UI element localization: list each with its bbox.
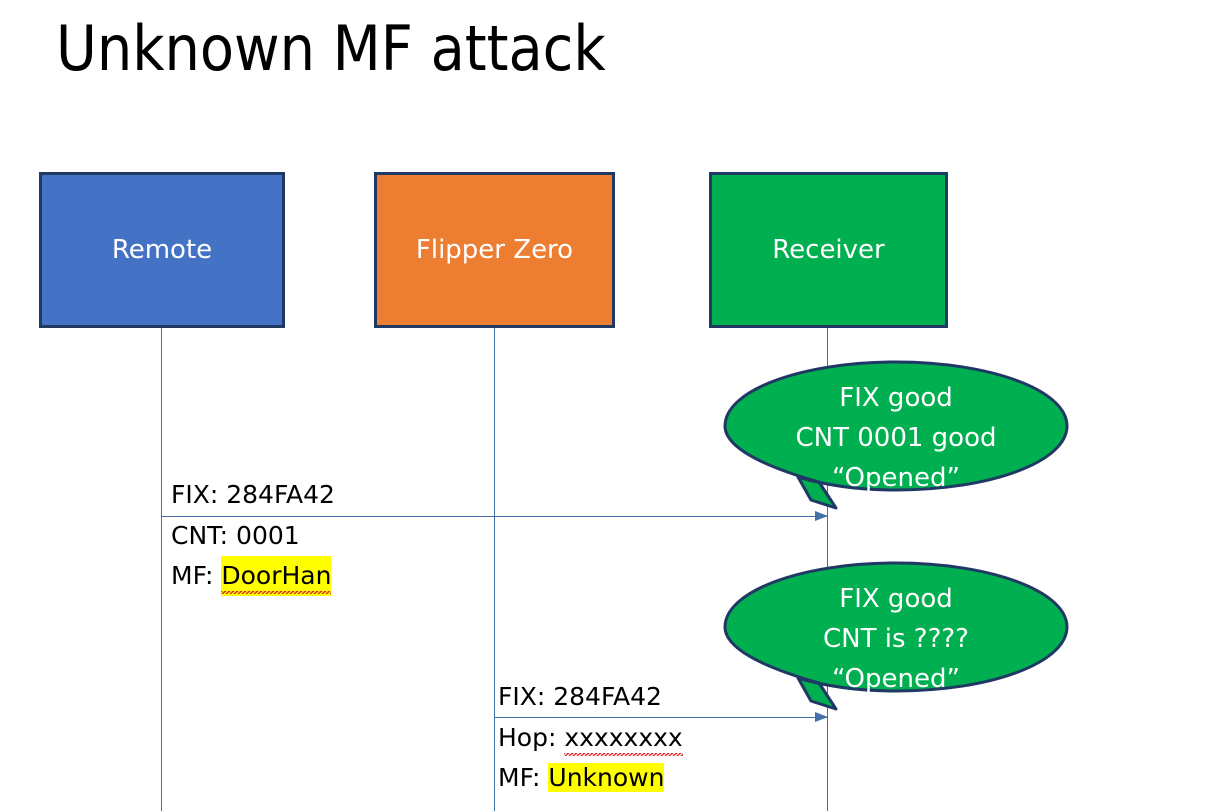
message-mf-line-2: MF: Unknown <box>498 758 683 798</box>
message-cnt-text: CNT: 0001 <box>171 521 300 550</box>
actor-box-receiver[interactable]: Receiver <box>709 172 948 328</box>
message-arrow-flipper-to-receiver <box>494 712 828 722</box>
message-mf-value-unknown: Unknown <box>548 763 665 792</box>
message-fix-text: FIX: 284FA42 <box>171 480 335 509</box>
lifeline-flipper <box>494 327 495 811</box>
message-mf-line: MF: DoorHan <box>171 556 332 596</box>
message-mf-prefix-2: MF: <box>498 763 549 792</box>
message-mf-prefix: MF: <box>171 561 222 590</box>
message-fix-text-2: FIX: 284FA42 <box>498 682 662 711</box>
message-label-fix-remote: FIX: 284FA42 <box>171 475 335 515</box>
actor-label-receiver: Receiver <box>772 235 885 265</box>
actor-box-remote[interactable]: Remote <box>39 172 285 328</box>
message-label-body-flipper: Hop: xxxxxxxx MF: Unknown <box>498 718 684 798</box>
message-cnt-line: CNT: 0001 <box>171 516 331 556</box>
actor-label-remote: Remote <box>111 235 213 265</box>
lifeline-remote <box>161 327 162 811</box>
message-hop-value: xxxxxxxx <box>564 718 684 758</box>
message-hop-line: Hop: xxxxxxxx <box>498 718 684 758</box>
callout-shape-icon-2 <box>723 561 1069 711</box>
actor-label-flipper: Flipper Zero <box>415 235 574 265</box>
callout-bubble-first[interactable]: FIX good CNT 0001 good “Opened” <box>723 360 1069 510</box>
message-label-fix-flipper: FIX: 284FA42 <box>498 677 662 717</box>
message-mf-value-doorhan: DoorHan <box>221 556 332 596</box>
message-label-body-remote: CNT: 0001 MF: DoorHan <box>171 516 332 596</box>
page-title: Unknown MF attack <box>56 12 606 85</box>
actor-box-flipper[interactable]: Flipper Zero <box>374 172 615 328</box>
message-hop-prefix: Hop: <box>498 723 565 752</box>
message-arrow-remote-to-receiver <box>161 511 828 521</box>
callout-shape-icon <box>723 360 1069 510</box>
callout-bubble-second[interactable]: FIX good CNT is ???? “Opened” <box>723 561 1069 711</box>
